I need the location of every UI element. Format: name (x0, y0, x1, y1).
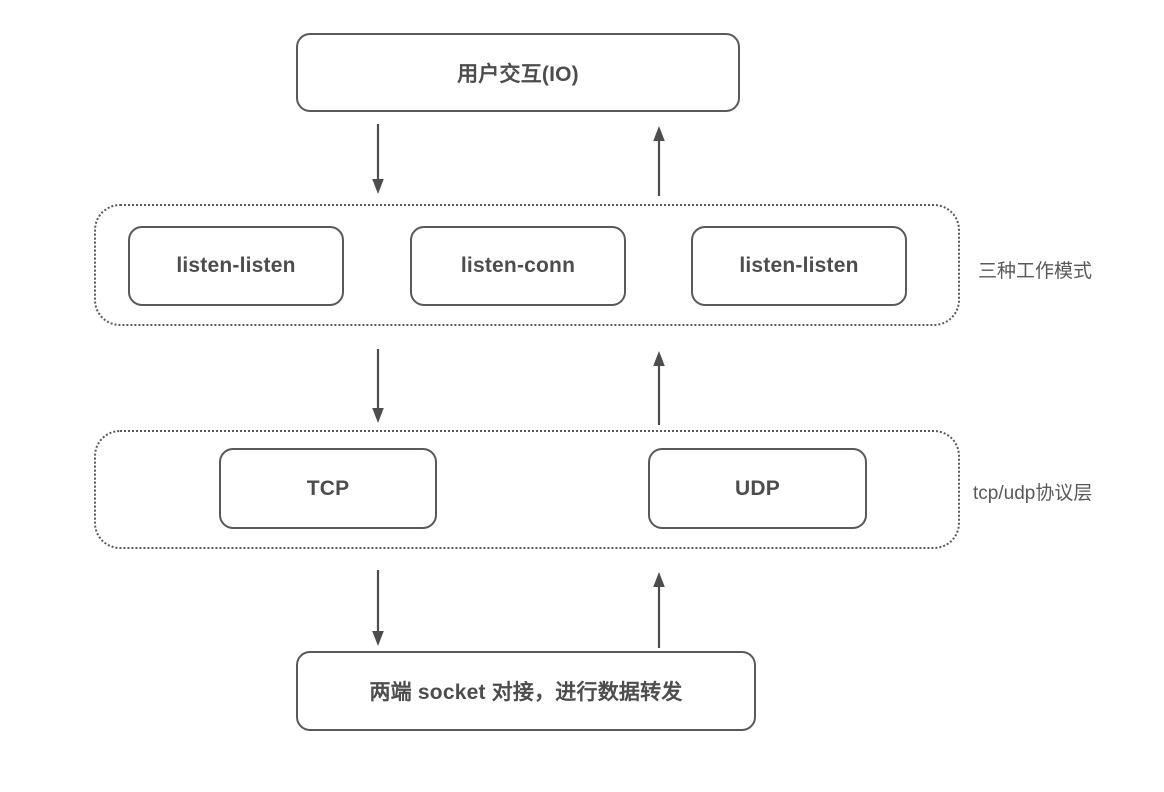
label-protocol-layer: tcp/udp协议层 (973, 483, 1093, 504)
node-protocol-tcp[interactable]: TCP (219, 448, 437, 529)
node-mode-3-label: listen-listen (739, 254, 859, 277)
node-user-io[interactable]: 用户交互(IO) (296, 33, 740, 112)
node-mode-listen-listen-1[interactable]: listen-listen (128, 226, 344, 306)
node-udp-label: UDP (735, 476, 780, 500)
group-protocol-layer (94, 430, 960, 549)
label-working-modes: 三种工作模式 (978, 261, 1093, 282)
node-mode-1-label: listen-listen (176, 254, 296, 277)
arrow-protocol-to-socket-down (366, 570, 390, 648)
node-mode-listen-conn[interactable]: listen-conn (410, 226, 626, 306)
node-mode-listen-listen-2[interactable]: listen-listen (691, 226, 907, 306)
node-protocol-udp[interactable]: UDP (648, 448, 867, 529)
node-user-io-label: 用户交互(IO) (457, 62, 579, 86)
arrow-socket-to-protocol-up (647, 570, 671, 648)
group-working-modes (94, 204, 960, 326)
arrow-io-to-mode-down (366, 124, 390, 196)
node-mode-2-label: listen-conn (460, 254, 576, 277)
arrow-protocol-to-mode-up (647, 349, 671, 425)
node-socket-forwarding-label: 两端 socket 对接，进行数据转发 (369, 681, 683, 704)
arrow-mode-to-protocol-down (366, 349, 390, 425)
arrow-mode-to-io-up (647, 124, 671, 196)
node-socket-forwarding[interactable]: 两端 socket 对接，进行数据转发 (296, 651, 756, 731)
node-tcp-label: TCP (306, 476, 350, 500)
